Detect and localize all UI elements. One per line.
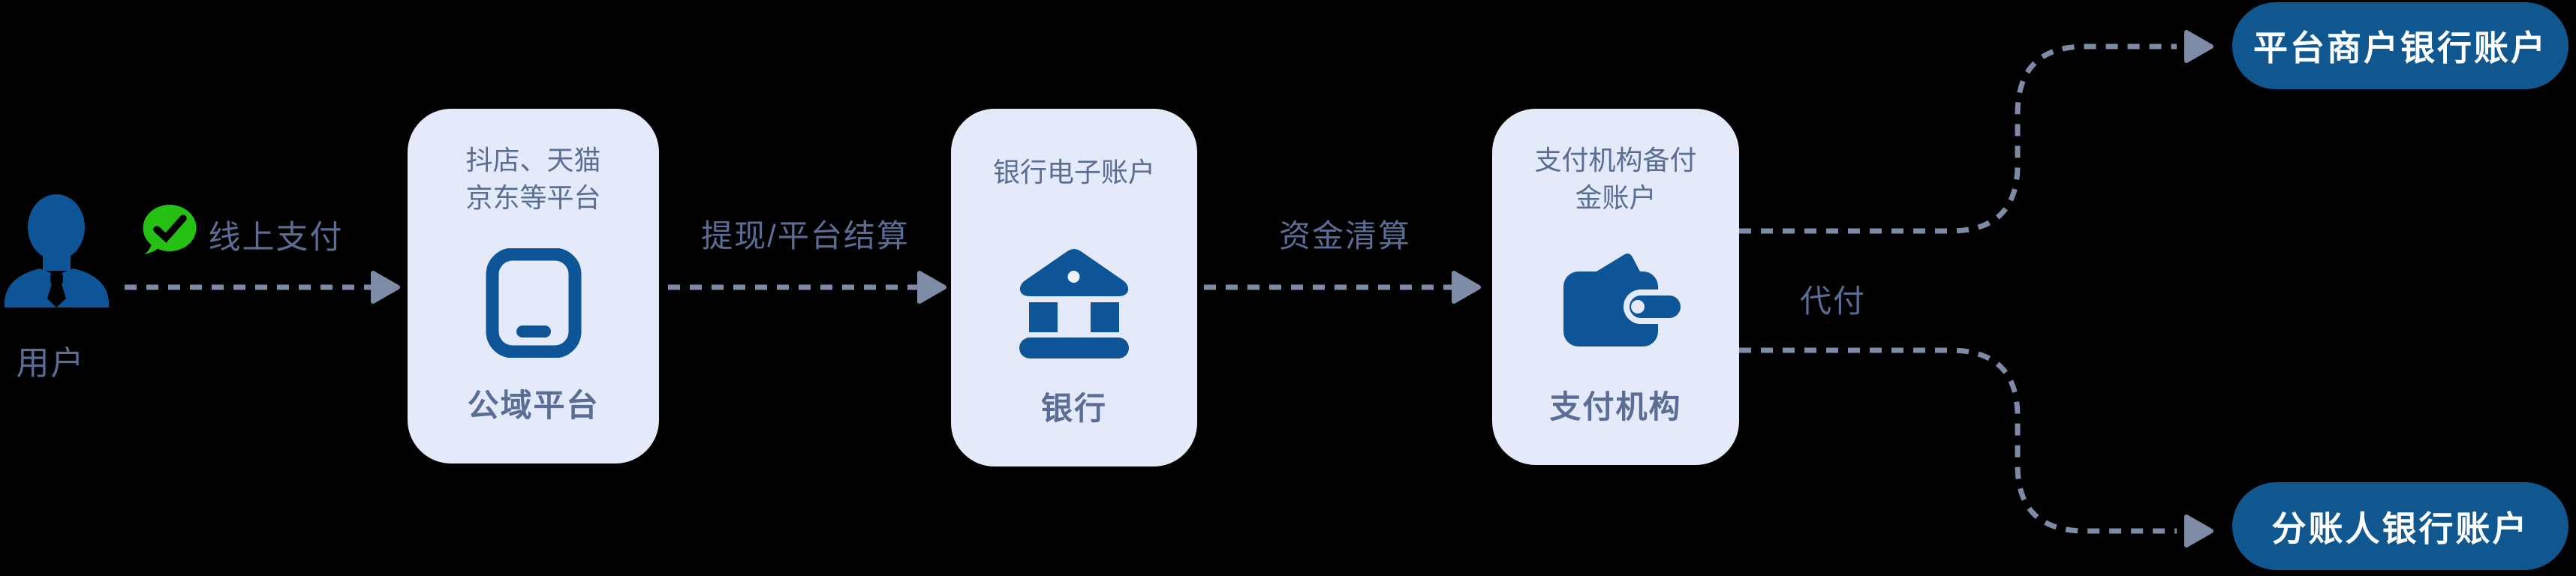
arrowhead-platform-bank <box>917 271 946 304</box>
node-payment-label: 支付机构 <box>1549 389 1682 424</box>
user-label: 用户 <box>16 345 86 382</box>
node-platform-top-line1: 抖店、天猫 <box>465 145 601 176</box>
pill-splitter-account: 分账人银行账户 <box>2232 482 2568 570</box>
node-platform-top-text: 抖店、天猫 京东等平台 <box>408 142 659 217</box>
smartphone-icon <box>486 248 581 358</box>
node-payment-top-line1: 支付机构备付 <box>1534 145 1697 176</box>
node-platform-label: 公域平台 <box>467 388 600 423</box>
wallet-icon <box>1563 254 1682 346</box>
pill-splitter-account-label: 分账人银行账户 <box>2271 508 2529 548</box>
pill-merchant-account: 平台商户银行账户 <box>2232 2 2568 89</box>
node-payment-top-line2: 金账户 <box>1575 182 1657 213</box>
user-icon <box>5 194 109 308</box>
edge-label-fund-clearing: 资金清算 <box>1278 218 1411 254</box>
node-platform: 抖店、天猫 京东等平台 公域平台 <box>408 109 659 464</box>
node-bank: 银行电子账户 银行 <box>951 109 1197 466</box>
node-bank-label: 银行 <box>1040 391 1107 426</box>
pill-merchant-account-label: 平台商户银行账户 <box>2253 28 2547 68</box>
flow-line-payment-splitter <box>1739 347 2177 534</box>
flow-line-payment-merchant <box>1739 44 2177 234</box>
arrowhead-bank-payment <box>1452 271 1481 304</box>
wechat-pay-icon <box>143 205 197 254</box>
node-payment-top-text: 支付机构备付 金账户 <box>1492 142 1739 217</box>
node-platform-top-line2: 京东等平台 <box>465 182 601 213</box>
node-payment: 支付机构备付 金账户 支付机构 <box>1492 109 1739 465</box>
arrowhead-user-platform <box>371 271 400 304</box>
edge-label-online-payment: 线上支付 <box>208 220 344 256</box>
edge-label-withdraw-settlement: 提现/平台结算 <box>701 218 910 254</box>
node-bank-top-text: 银行电子账户 <box>951 154 1197 191</box>
node-bank-top-line1: 银行电子账户 <box>992 157 1155 188</box>
bank-icon <box>1019 249 1129 358</box>
edge-label-payout: 代付 <box>1799 284 1866 319</box>
arrowhead-payment-splitter <box>2184 514 2213 548</box>
arrowhead-payment-merchant <box>2184 30 2213 63</box>
